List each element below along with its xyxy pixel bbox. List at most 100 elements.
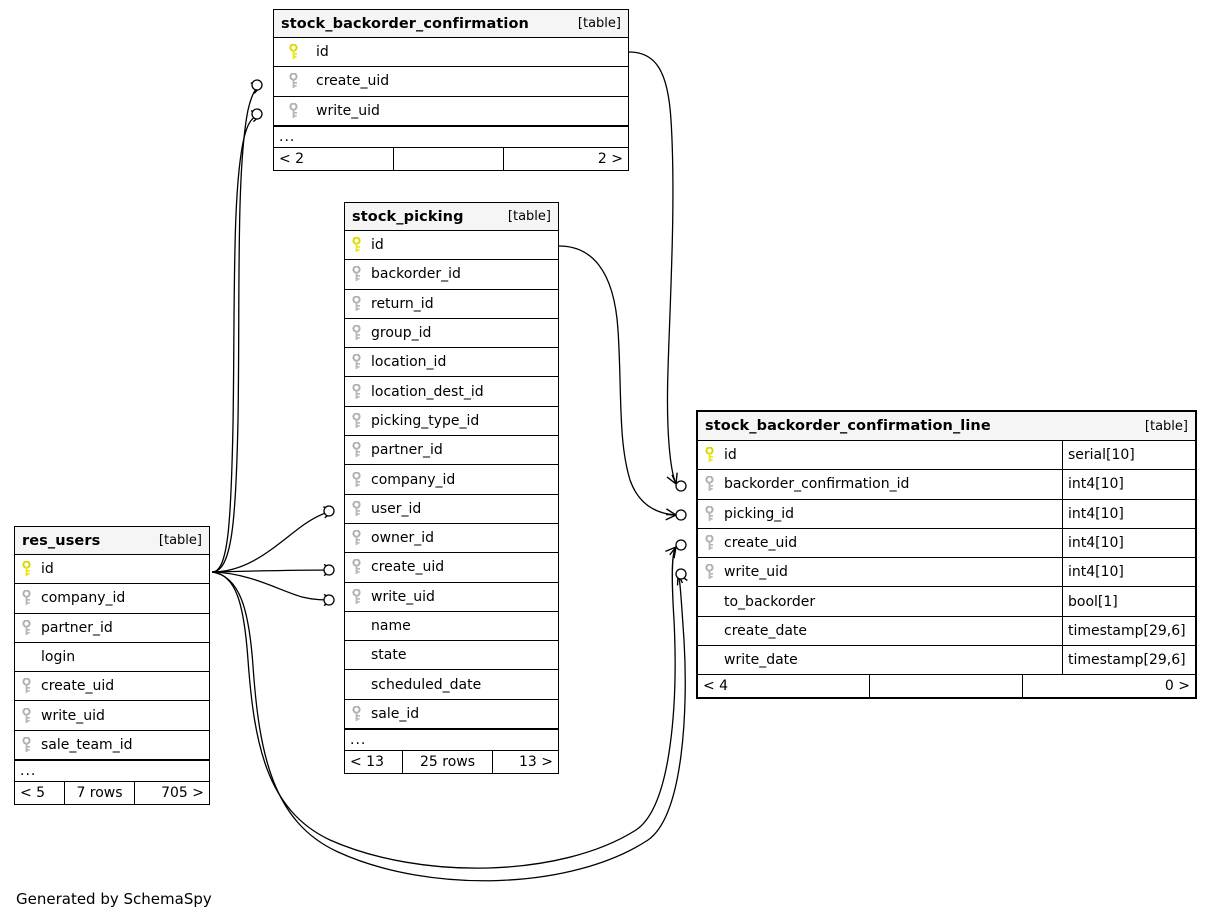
- column-name: to_backorder: [724, 593, 816, 610]
- column-name: backorder_id: [371, 266, 461, 283]
- foreign-key-icon: [274, 67, 312, 95]
- outgoing-relationship-count[interactable]: 0 >: [1164, 678, 1190, 695]
- table-row[interactable]: location_dest_id: [345, 377, 558, 407]
- table-row[interactable]: id: [345, 231, 558, 261]
- table-name: stock_backorder_confirmation: [281, 15, 529, 32]
- table-name: stock_backorder_confirmation_line: [705, 418, 991, 434]
- outgoing-relationship-count[interactable]: 2 >: [597, 150, 623, 167]
- table-row[interactable]: return_id: [345, 290, 558, 319]
- table-name: res_users: [22, 532, 101, 549]
- foreign-key-icon: [345, 348, 367, 376]
- foreign-key-icon: [345, 377, 367, 405]
- column-type: int4[10]: [1062, 528, 1195, 558]
- table-row[interactable]: create_uid: [15, 672, 209, 702]
- table-row[interactable]: create_uid: [345, 553, 558, 583]
- column-name: location_dest_id: [371, 383, 484, 400]
- no-key-placeholder: [345, 670, 367, 698]
- table-row[interactable]: picking_type_id: [345, 407, 558, 437]
- table-row[interactable]: company_id: [345, 465, 558, 495]
- no-key-placeholder: [698, 646, 720, 674]
- table-node-stock-backorder-confirmation[interactable]: stock_backorder_confirmation [table] id …: [273, 9, 629, 171]
- table-row[interactable]: partner_id: [345, 436, 558, 466]
- table-row[interactable]: sale_team_id: [15, 731, 209, 761]
- table-row[interactable]: company_id: [15, 584, 209, 614]
- edge-picking-id-to-line-picking-id: [558, 245, 677, 521]
- foreign-key-icon: [345, 553, 367, 581]
- no-key-placeholder: [345, 641, 367, 669]
- table-row[interactable]: user_id: [345, 495, 558, 524]
- edge-users-id-to-picking-create-uid: [211, 563, 335, 577]
- outgoing-relationship-count[interactable]: 13 >: [519, 754, 553, 771]
- edge-users-id-to-sbc-write-uid: [211, 110, 263, 573]
- table-header: stock_backorder_confirmation [table]: [274, 10, 628, 38]
- foreign-key-icon: [345, 465, 367, 493]
- column-name: scheduled_date: [371, 676, 482, 693]
- table-row[interactable]: name: [345, 612, 558, 642]
- table-header: res_users [table]: [15, 527, 209, 555]
- table-row[interactable]: login: [15, 643, 209, 673]
- table-header: stock_backorder_confirmation_line [table…: [698, 412, 1195, 441]
- table-row[interactable]: write_uid: [15, 701, 209, 731]
- column-name: partner_id: [41, 619, 113, 636]
- column-name: user_id: [371, 500, 422, 517]
- table-row[interactable]: owner_id: [345, 524, 558, 554]
- edge-sbc-id-to-line-backorder-confirmation-id: [628, 51, 678, 485]
- column-name: company_id: [41, 590, 126, 607]
- primary-key-icon: [345, 231, 367, 259]
- foreign-key-icon: [274, 97, 312, 125]
- no-key-placeholder: [698, 617, 720, 645]
- foreign-key-icon: [345, 290, 367, 318]
- foreign-key-icon: [15, 701, 37, 729]
- foreign-key-icon: [345, 436, 367, 464]
- column-name: create_uid: [724, 535, 798, 552]
- table-row[interactable]: scheduled_date: [345, 670, 558, 700]
- table-node-res-users[interactable]: res_users [table] id company_id partner_id…: [14, 526, 210, 806]
- foreign-key-icon: [698, 529, 720, 557]
- table-row[interactable]: id: [15, 555, 209, 585]
- column-name: id: [371, 237, 384, 254]
- column-name: write_date: [724, 652, 798, 669]
- table-row[interactable]: write_uid: [345, 583, 558, 612]
- table-row[interactable]: write_uid: [274, 97, 628, 126]
- table-type-label: [table]: [507, 209, 551, 224]
- table-row[interactable]: backorder_id: [345, 260, 558, 290]
- primary-key-icon: [698, 441, 720, 469]
- incoming-relationship-count[interactable]: < 5: [15, 782, 65, 805]
- table-row[interactable]: partner_id: [15, 614, 209, 643]
- truncated-columns-indicator: ...: [274, 125, 628, 148]
- table-node-stock-backorder-confirmation-line[interactable]: stock_backorder_confirmation_line [table…: [696, 410, 1197, 700]
- table-row[interactable]: state: [345, 641, 558, 671]
- outgoing-relationship-count[interactable]: 705 >: [161, 785, 204, 802]
- column-name: id: [316, 44, 329, 61]
- edge-users-id-to-picking-user-id: [211, 506, 335, 573]
- incoming-relationship-count[interactable]: < 4: [698, 675, 870, 698]
- row-count: 7 rows: [65, 782, 135, 805]
- column-name: picking_type_id: [371, 412, 480, 429]
- column-name: create_uid: [41, 678, 115, 695]
- table-footer: < 4 0 >: [698, 675, 1195, 698]
- table-row[interactable]: id: [274, 38, 628, 68]
- column-name: name: [371, 618, 411, 634]
- table-row[interactable]: location_id: [345, 348, 558, 378]
- table-row[interactable]: group_id: [345, 319, 558, 349]
- incoming-relationship-count[interactable]: < 13: [345, 751, 403, 774]
- incoming-relationship-count[interactable]: < 2: [274, 147, 394, 170]
- table-row[interactable]: create_uid int4[10]: [698, 528, 1195, 559]
- column-name: write_uid: [316, 102, 380, 119]
- edge-users-id-to-picking-write-uid: [211, 571, 335, 607]
- table-row[interactable]: create_uid: [274, 67, 628, 97]
- column-name: state: [371, 647, 407, 664]
- table-header: stock_picking [table]: [345, 203, 558, 231]
- table-row[interactable]: sale_id: [345, 700, 558, 730]
